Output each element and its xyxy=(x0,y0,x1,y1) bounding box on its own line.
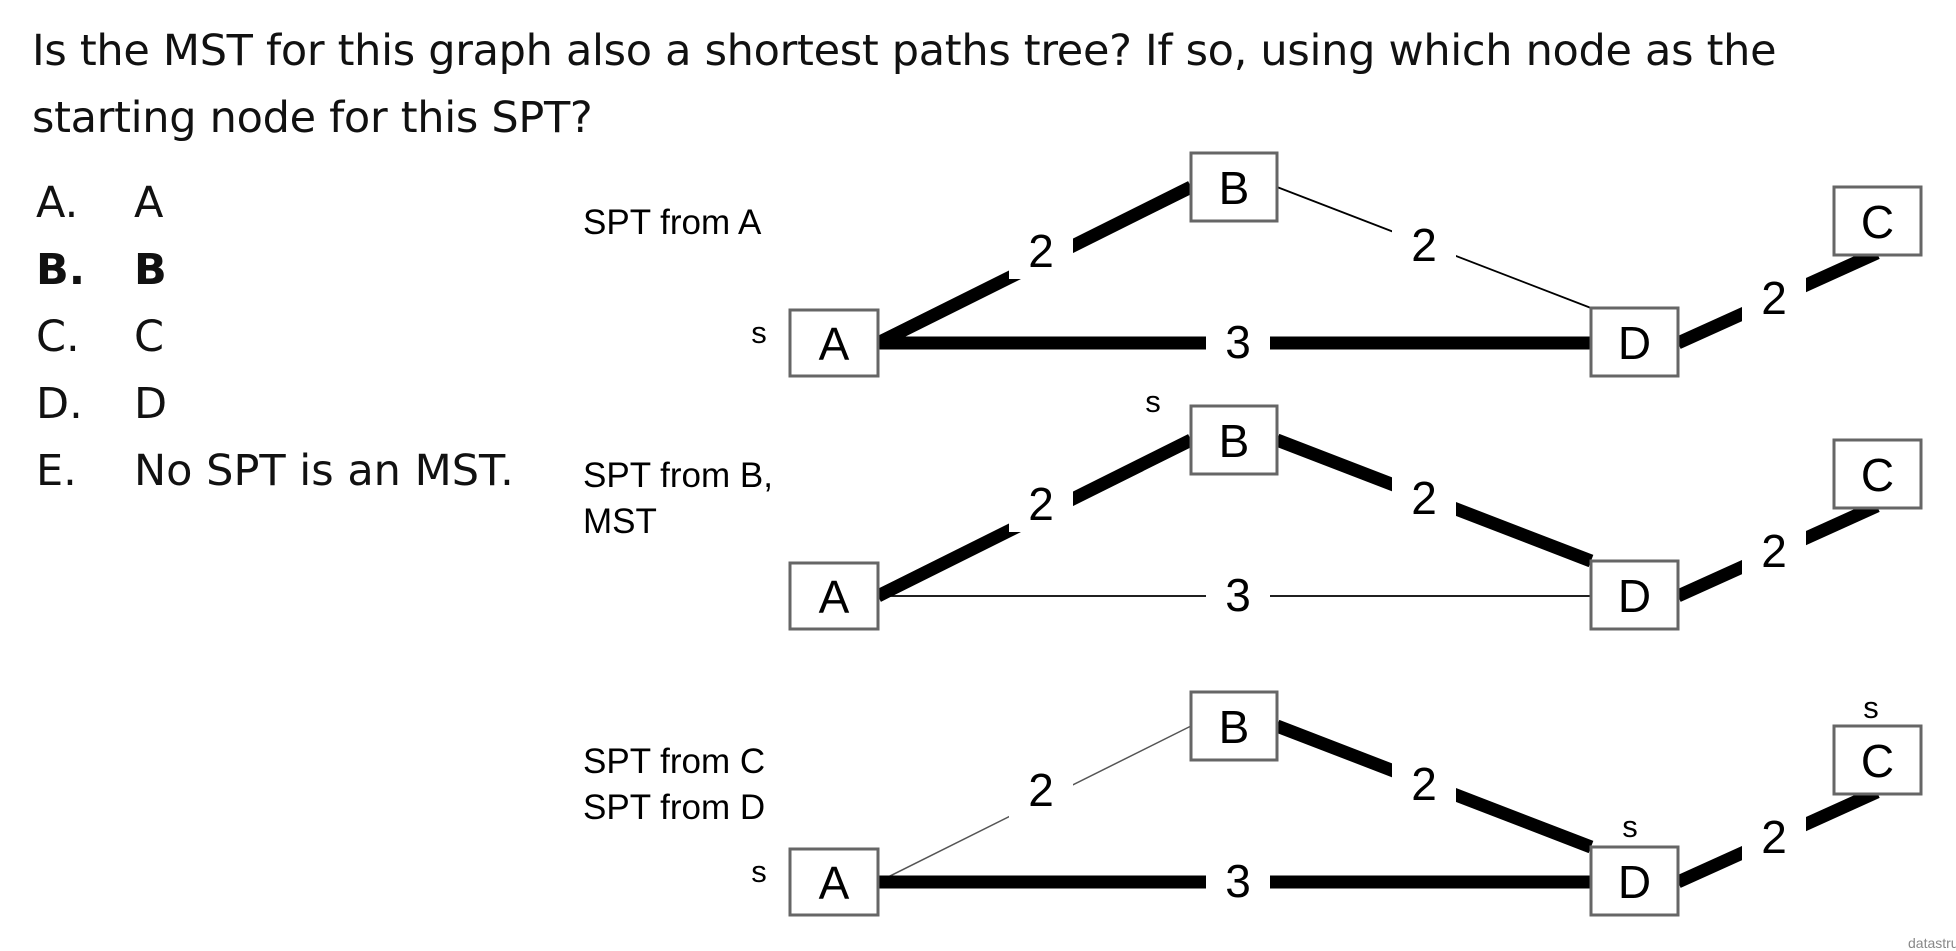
answer-letter: C. xyxy=(36,312,80,362)
edge-weight-label: 2 xyxy=(1028,764,1054,816)
answer-choice-e[interactable]: E. No SPT is an MST. xyxy=(36,438,514,505)
edge-weight-label: 2 xyxy=(1028,225,1054,277)
node-label: A xyxy=(819,318,850,370)
edge-weight-label: 2 xyxy=(1411,219,1437,271)
node-d xyxy=(1589,306,1680,378)
node-b xyxy=(1189,404,1279,476)
edge-weight-label: 2 xyxy=(1761,272,1787,324)
edge-label-gap xyxy=(1009,223,1073,279)
answer-choice-d[interactable]: D. D xyxy=(36,371,514,438)
edge-weight-label: 3 xyxy=(1225,316,1251,368)
edge-label-gap xyxy=(1206,567,1270,623)
edge-label-gap xyxy=(1009,762,1073,818)
edge-weight-label: 2 xyxy=(1028,478,1054,530)
edge-label-gap xyxy=(1009,476,1073,532)
source-marker: s xyxy=(1145,384,1161,419)
node-a xyxy=(788,308,880,378)
answer-letter: D. xyxy=(36,379,83,429)
answer-letter: B. xyxy=(36,245,86,295)
answer-letter: E. xyxy=(36,446,77,496)
node-label: B xyxy=(1219,415,1250,467)
node-label: C xyxy=(1861,735,1894,787)
edge-label-gap xyxy=(1206,853,1270,909)
edge-weight-label: 2 xyxy=(1761,525,1787,577)
node-d xyxy=(1589,559,1680,631)
node-b xyxy=(1189,151,1279,223)
answer-text: C xyxy=(134,312,165,362)
node-label: C xyxy=(1861,196,1894,248)
answer-choice-a[interactable]: A. A xyxy=(36,170,514,237)
node-label: B xyxy=(1219,162,1250,214)
node-label: A xyxy=(819,857,850,909)
panel-caption: SPT from D xyxy=(583,788,765,827)
node-c xyxy=(1832,185,1923,257)
node-label: D xyxy=(1618,570,1651,622)
node-label: B xyxy=(1219,701,1250,753)
node-c xyxy=(1832,438,1923,510)
answer-choices: A. A B. B C. C D. D E. No SPT is an MST. xyxy=(36,170,514,505)
node-c xyxy=(1832,724,1923,796)
answer-text: No SPT is an MST. xyxy=(134,446,514,496)
credit-text: datastructur xyxy=(1908,935,1956,951)
edge-weight-label: 2 xyxy=(1411,758,1437,810)
edge-label-gap xyxy=(1392,217,1456,273)
edge-weight-label: 3 xyxy=(1225,569,1251,621)
answer-choice-b[interactable]: B. B xyxy=(36,237,514,304)
node-a xyxy=(788,561,880,631)
edge-label-gap xyxy=(1392,756,1456,812)
source-marker: s xyxy=(751,854,767,889)
edge-label-gap xyxy=(1742,523,1806,579)
panel-caption: SPT from B, xyxy=(583,456,773,495)
answer-letter: A. xyxy=(36,178,79,228)
panel-caption: MST xyxy=(583,502,657,541)
edge-weight-label: 2 xyxy=(1411,472,1437,524)
node-label: C xyxy=(1861,449,1894,501)
edge-label-gap xyxy=(1392,470,1456,526)
edge-weight-label: 3 xyxy=(1225,855,1251,907)
answer-text: A xyxy=(134,178,164,228)
edge-label-gap xyxy=(1206,314,1270,370)
node-a xyxy=(788,847,880,917)
node-label: A xyxy=(819,571,850,623)
edge-label-gap xyxy=(1742,270,1806,326)
answer-text: D xyxy=(134,379,168,429)
source-marker: s xyxy=(1863,690,1879,725)
answer-text: B xyxy=(134,245,167,295)
node-b xyxy=(1189,690,1279,762)
edge-weight-label: 2 xyxy=(1761,811,1787,863)
question-text: Is the MST for this graph also a shortes… xyxy=(32,26,1777,143)
panel-caption: SPT from C xyxy=(583,742,765,781)
node-label: D xyxy=(1618,317,1651,369)
panel-caption: SPT from A xyxy=(583,203,762,242)
source-marker: s xyxy=(751,315,767,350)
edge-label-gap xyxy=(1742,809,1806,865)
node-d xyxy=(1589,845,1680,917)
answer-choice-c[interactable]: C. C xyxy=(36,304,514,371)
node-label: D xyxy=(1618,856,1651,908)
source-marker: s xyxy=(1622,809,1638,844)
